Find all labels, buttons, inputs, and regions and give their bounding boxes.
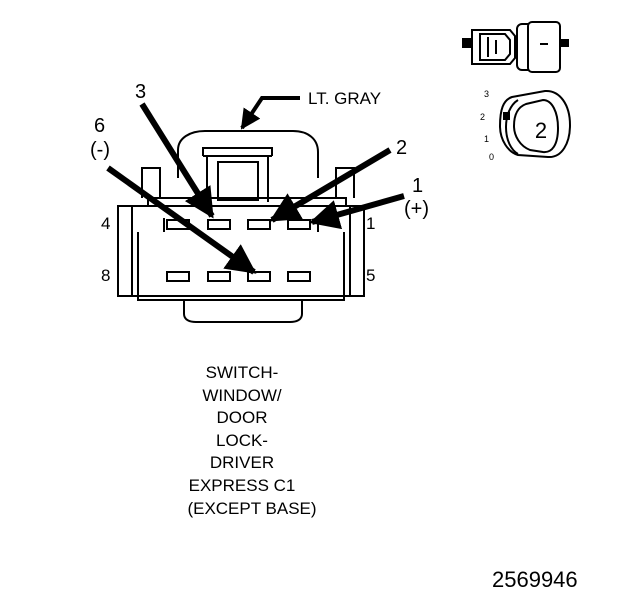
cavity-2: [247, 219, 271, 230]
figure-id: 2569946: [492, 567, 578, 592]
arrow-pin-1: [309, 193, 405, 230]
knob-position-3: 3: [484, 89, 489, 99]
knob-position-2: 2: [480, 112, 485, 122]
arrow-pin-2: [269, 147, 392, 223]
pin-6-label: 6: [94, 115, 105, 137]
arrow-pin-3: [139, 102, 215, 219]
pin-6-polarity: (-): [90, 139, 110, 161]
pin-3-label: 3: [135, 81, 146, 103]
arrow-pin-6: [106, 165, 257, 275]
caption-line: LOCK-: [216, 431, 268, 450]
connector-side-view-icon: [462, 21, 569, 73]
connector-face: [117, 130, 365, 323]
cavity-1: [287, 219, 311, 230]
caption-line: DRIVER: [210, 453, 274, 472]
pin-8-label: 8: [101, 266, 110, 285]
latch-tab: [202, 147, 273, 202]
cavity-8: [166, 271, 190, 282]
knob-selected-position: 2: [535, 118, 547, 143]
cavity-7: [207, 271, 231, 282]
arrow-color-label: [240, 96, 300, 130]
knob-position-1: 1: [484, 134, 489, 144]
connector-color-label: LT. GRAY: [308, 89, 381, 108]
pin-1-label: 1: [412, 175, 423, 197]
pin-2-label: 2: [396, 137, 407, 159]
rotary-knob-icon: 2 3 2 1 0: [480, 89, 572, 162]
caption-line: EXPRESS C1: [189, 476, 296, 495]
caption-line: SWITCH-: [206, 363, 279, 382]
cavity-6: [247, 271, 271, 282]
caption-line: (EXCEPT BASE): [187, 499, 316, 518]
pin-1-side-label: 1: [366, 214, 375, 233]
leader-arrows: [106, 102, 405, 275]
caption-line: WINDOW/: [202, 386, 282, 405]
cavity-row-bottom: [166, 271, 311, 282]
knob-position-0: 0: [489, 152, 494, 162]
cavity-3: [207, 219, 231, 230]
caption-line: DOOR: [217, 408, 268, 427]
pin-4-label: 4: [101, 214, 110, 233]
pin-5-label: 5: [366, 266, 375, 285]
cavity-row-top: [166, 219, 311, 230]
cavity-5: [287, 271, 311, 282]
connector-latch: [177, 130, 319, 178]
pin-1-polarity: (+): [404, 198, 429, 220]
caption: SWITCH- WINDOW/ DOOR LOCK- DRIVER EXPRES…: [187, 363, 316, 518]
